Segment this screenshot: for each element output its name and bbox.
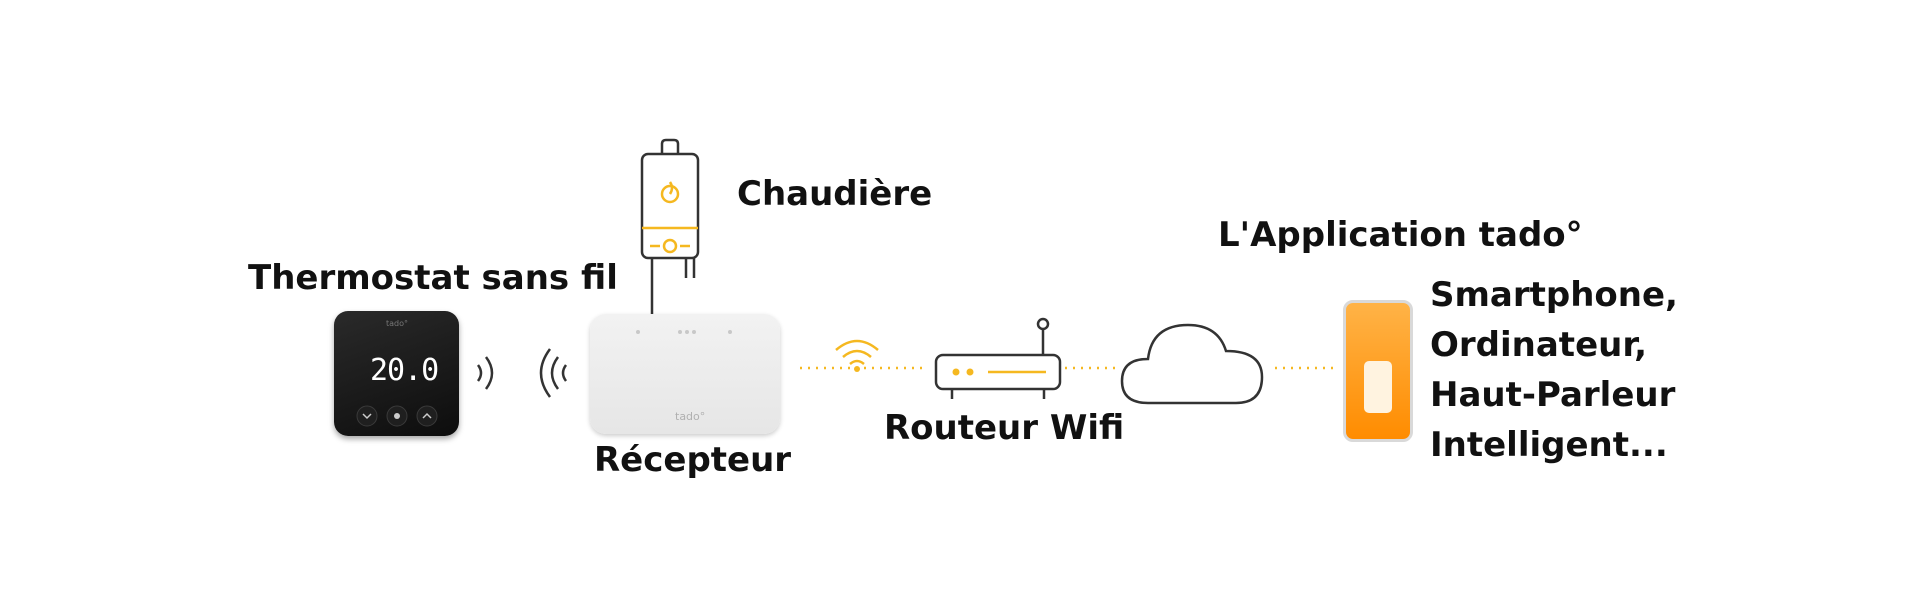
boiler-icon	[640, 138, 700, 318]
router-label: Routeur Wifi	[884, 408, 1125, 448]
thermostat-device: tado° 20.0	[334, 311, 459, 436]
receiver-leds	[636, 330, 732, 334]
receiver-device: tado°	[590, 314, 780, 434]
app-label: L'Application tado°	[1218, 215, 1583, 255]
thermostat-temperature: 20.0	[370, 353, 439, 388]
cloud-icon	[1120, 323, 1264, 405]
receiver-brand: tado°	[675, 410, 706, 423]
phone-screen-widget	[1364, 361, 1392, 413]
boiler-label: Chaudière	[737, 174, 933, 214]
connection-lines	[800, 366, 1335, 370]
device-item: Smartphone,	[1430, 275, 1678, 315]
thermostat-brand: tado°	[386, 319, 409, 328]
router-icon	[934, 317, 1062, 399]
smartphone-icon	[1343, 300, 1413, 442]
wireless-signal-icon	[476, 348, 568, 398]
receiver-label: Récepteur	[594, 440, 792, 480]
thermostat-buttons	[356, 405, 438, 427]
device-item: Haut-Parleur	[1430, 375, 1676, 415]
device-item: Intelligent...	[1430, 425, 1668, 465]
wifi-icon	[835, 339, 879, 372]
devices-list: Smartphone, Ordinateur, Haut-Parleur Int…	[1430, 270, 1678, 470]
device-item: Ordinateur,	[1430, 325, 1648, 365]
thermostat-label: Thermostat sans fil	[248, 258, 618, 298]
